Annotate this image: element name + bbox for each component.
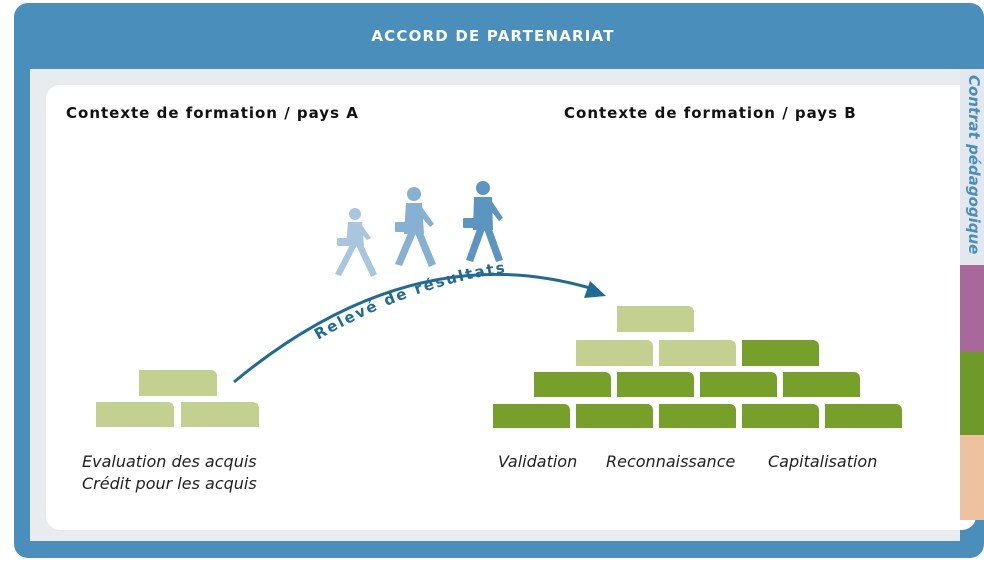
caption-capitalisation: Capitalisation <box>768 452 878 471</box>
brick <box>742 340 819 366</box>
content-panel <box>46 85 976 530</box>
brick <box>617 306 694 332</box>
right-brick-pyramid <box>493 306 902 428</box>
arrow-head-icon <box>584 281 606 298</box>
brick <box>96 402 174 427</box>
brick <box>617 372 694 397</box>
walking-person-icon <box>395 187 436 267</box>
brick <box>659 404 736 428</box>
brick <box>742 404 819 428</box>
side-tab-peach <box>960 435 984 520</box>
caption-reconnaissance: Reconnaissance <box>606 452 736 471</box>
brick <box>700 372 777 397</box>
side-tab-label: Contrat pédagogique <box>965 75 983 255</box>
side-tab-purple <box>960 265 984 352</box>
brick <box>139 370 217 396</box>
context-a-heading: Contexte de formation / pays A <box>66 104 359 122</box>
caption-validation: Validation <box>498 452 578 471</box>
caption-evaluation: Evaluation des acquis <box>82 452 257 471</box>
caption-credit: Crédit pour les acquis <box>82 474 257 493</box>
left-brick-stack <box>96 370 259 427</box>
brick <box>825 404 902 428</box>
context-b-heading: Contexte de formation / pays B <box>564 104 857 122</box>
brick <box>534 372 611 397</box>
walking-person-icon <box>463 181 503 262</box>
walking-person-icon <box>335 208 377 277</box>
arrow-arc <box>233 272 591 384</box>
brick <box>576 340 653 366</box>
brick <box>659 340 736 366</box>
side-tab-green <box>960 352 984 435</box>
side-tab-contrat <box>960 69 984 265</box>
banner-title: ACCORD DE PARTENARIAT <box>371 27 615 45</box>
brick <box>181 402 259 427</box>
brick <box>576 404 653 428</box>
brick <box>493 404 570 428</box>
brick <box>783 372 860 397</box>
